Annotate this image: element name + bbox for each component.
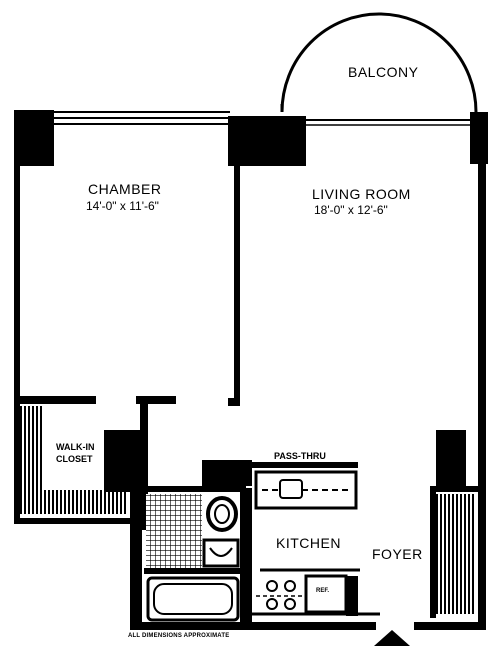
foyer-closet bbox=[430, 430, 478, 618]
chamber-bottom-wall bbox=[14, 396, 240, 406]
chamber-living-partition bbox=[234, 164, 240, 406]
dimensions-footnote: ALL DIMENSIONS APPROXIMATE bbox=[128, 633, 230, 639]
living-room-label: LIVING ROOM bbox=[312, 186, 411, 202]
living-room-dimensions: 18'-0" x 12'-6" bbox=[314, 203, 388, 217]
walk-in-closet bbox=[14, 400, 148, 530]
right-wall bbox=[478, 160, 486, 630]
bath-tile-floor bbox=[146, 494, 202, 568]
top-wall bbox=[14, 110, 488, 166]
bottom-wall bbox=[130, 622, 486, 630]
chamber-label: CHAMBER bbox=[88, 181, 162, 197]
stove bbox=[266, 580, 296, 610]
walk-in-closet-label-line1: WALK-IN bbox=[56, 442, 95, 452]
chamber-dimensions: 14'-0" x 11'-6" bbox=[86, 199, 159, 213]
left-wall bbox=[14, 160, 20, 400]
balcony-label: BALCONY bbox=[348, 64, 419, 80]
pass-thru-label: PASS-THRU bbox=[274, 451, 326, 461]
bath-kitchen-core bbox=[130, 460, 252, 630]
kitchen-label: KITCHEN bbox=[276, 535, 341, 551]
entry-arrow bbox=[374, 630, 410, 646]
refrigerator bbox=[304, 574, 348, 614]
bath-sink bbox=[202, 538, 240, 568]
kitchen-counters bbox=[252, 462, 380, 616]
balcony-outline bbox=[280, 12, 478, 113]
walk-in-closet-label-line2: CLOSET bbox=[56, 454, 93, 464]
refrigerator-label: REF. bbox=[316, 588, 330, 594]
foyer-label: FOYER bbox=[372, 546, 423, 562]
kitchen-sink bbox=[279, 479, 303, 499]
